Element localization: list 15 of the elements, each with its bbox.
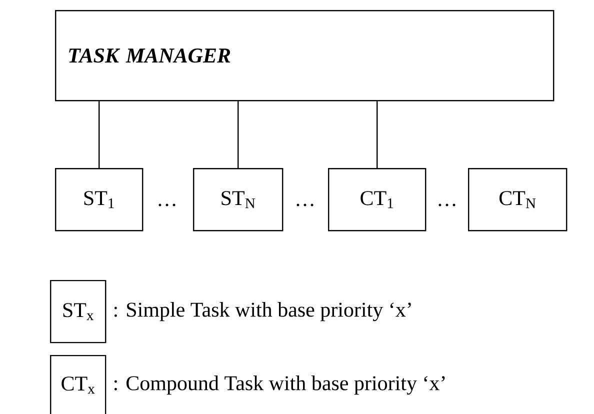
connector-line [238, 101, 239, 168]
legend-box: ST$_{x}$ [50, 280, 106, 344]
ellipsis: … [296, 204, 314, 206]
task-box: ST$_{1}$ [55, 168, 144, 232]
connector-line [376, 101, 378, 168]
ellipsis: … [158, 204, 176, 206]
ellipsis: … [438, 204, 456, 206]
task-box: CT$_{1}$ [328, 168, 426, 232]
manager-box: TASK MANAGER [55, 10, 554, 102]
task-box: CT$_{N}$ [468, 168, 568, 232]
task-box: ST$_{N}$ [193, 168, 284, 232]
connector-line [98, 101, 100, 168]
legend-text: : Compound Task with base priority ‘x’ [114, 376, 445, 395]
legend-box: CT$_{x}$ [50, 354, 106, 414]
legend-text: : Simple Task with base priority ‘x’ [114, 302, 411, 322]
